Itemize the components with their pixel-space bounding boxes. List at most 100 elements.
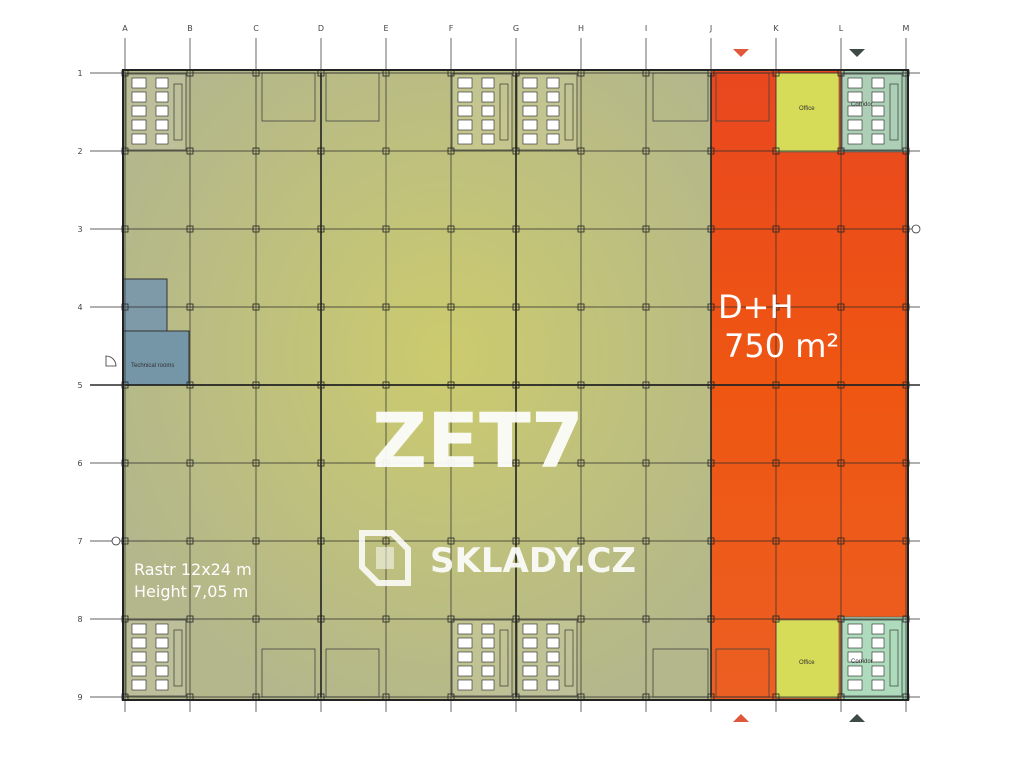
structural-column (772, 147, 780, 155)
column-label: G (513, 24, 519, 33)
sanitary-block (125, 619, 187, 697)
entrance-arrow-bottom-red (733, 714, 749, 722)
row-axis-labels: 1 2 3 4 5 6 7 8 9 (77, 69, 82, 702)
corridor-bottom-label: Corridor (851, 659, 873, 665)
sanitary-block (125, 73, 187, 151)
office-top[interactable] (775, 72, 840, 153)
structural-column (577, 225, 585, 233)
row-label: 5 (77, 381, 82, 390)
structural-column (577, 459, 585, 467)
column-label: K (773, 24, 779, 33)
structural-column (772, 225, 780, 233)
corridor-top-label: Corridor (851, 102, 873, 108)
structural-column (642, 225, 650, 233)
grid-spacing-text: Rastr 12x24 m (134, 560, 252, 579)
column-label: I (645, 24, 647, 33)
site-watermark: SKLADY.CZ (430, 541, 636, 581)
structural-column (186, 303, 194, 311)
structural-column (186, 225, 194, 233)
structural-column (382, 225, 390, 233)
structural-column (252, 303, 260, 311)
structural-column (837, 147, 845, 155)
column-label: L (839, 24, 844, 33)
column-label: D (318, 24, 324, 33)
structural-column (447, 225, 455, 233)
structural-column (382, 459, 390, 467)
structural-column (772, 615, 780, 623)
structural-column (186, 537, 194, 545)
sanitary-block (841, 73, 903, 151)
structural-column (577, 147, 585, 155)
structural-column (642, 459, 650, 467)
sanitary-block (451, 73, 513, 151)
unit-name: D+H (718, 288, 794, 326)
structural-column (447, 147, 455, 155)
structural-column (837, 615, 845, 623)
row-label: 2 (77, 147, 82, 156)
sanitary-block (516, 619, 578, 697)
office-bottom[interactable] (775, 619, 840, 699)
structural-column (447, 459, 455, 467)
structural-column (772, 537, 780, 545)
structural-column (382, 537, 390, 545)
column-label: A (122, 24, 128, 33)
structural-column (642, 537, 650, 545)
sklady-logo-icon (359, 530, 411, 586)
row-label: 7 (77, 537, 82, 546)
structural-column (382, 615, 390, 623)
height-text: Height 7,05 m (134, 582, 248, 601)
grid-end-marker-right (911, 224, 921, 234)
sanitary-block (841, 619, 903, 697)
structural-column (577, 615, 585, 623)
row-label: 1 (77, 69, 82, 78)
structural-column (577, 537, 585, 545)
entrance-arrow-top-dark (849, 49, 865, 57)
column-label: F (449, 24, 454, 33)
structural-column (447, 303, 455, 311)
structural-column (252, 147, 260, 155)
structural-column (252, 537, 260, 545)
technical-room-lower[interactable] (122, 330, 190, 386)
row-label: 8 (77, 615, 82, 624)
project-watermark: ZET7 (372, 396, 584, 485)
structural-column (252, 225, 260, 233)
sanitary-block (516, 73, 578, 151)
structural-column (447, 615, 455, 623)
grid-end-marker-left (111, 536, 121, 546)
technical-room-upper[interactable] (122, 278, 168, 332)
sanitary-blocks (125, 73, 903, 697)
structural-column (837, 225, 845, 233)
structural-column (186, 459, 194, 467)
structural-column (577, 303, 585, 311)
row-label: 6 (77, 459, 82, 468)
structural-column (642, 303, 650, 311)
column-label: M (903, 24, 910, 33)
structural-column (186, 615, 194, 623)
column-label: B (187, 24, 193, 33)
row-label: 9 (77, 693, 82, 702)
building-outline (122, 69, 909, 701)
column-label: E (383, 24, 388, 33)
door-swing-left (105, 355, 117, 367)
structural-grid (90, 38, 920, 712)
office-bottom-label: Office (799, 660, 815, 666)
structural-column (186, 147, 194, 155)
sanitary-block (451, 619, 513, 697)
structural-column (252, 615, 260, 623)
row-label: 3 (77, 225, 82, 234)
row-label: 4 (77, 303, 82, 312)
structural-column (772, 459, 780, 467)
entrance-arrow-bottom-dark (849, 714, 865, 722)
structural-column (837, 537, 845, 545)
structural-column (642, 147, 650, 155)
structural-column (382, 147, 390, 155)
structural-column (447, 537, 455, 545)
entrance-arrow-top-red (733, 49, 749, 57)
column-label: J (709, 24, 712, 33)
technical-rooms-label: Technical rooms (131, 363, 174, 369)
structural-column (642, 615, 650, 623)
office-top-label: Office (799, 106, 815, 112)
column-label: C (253, 24, 259, 33)
